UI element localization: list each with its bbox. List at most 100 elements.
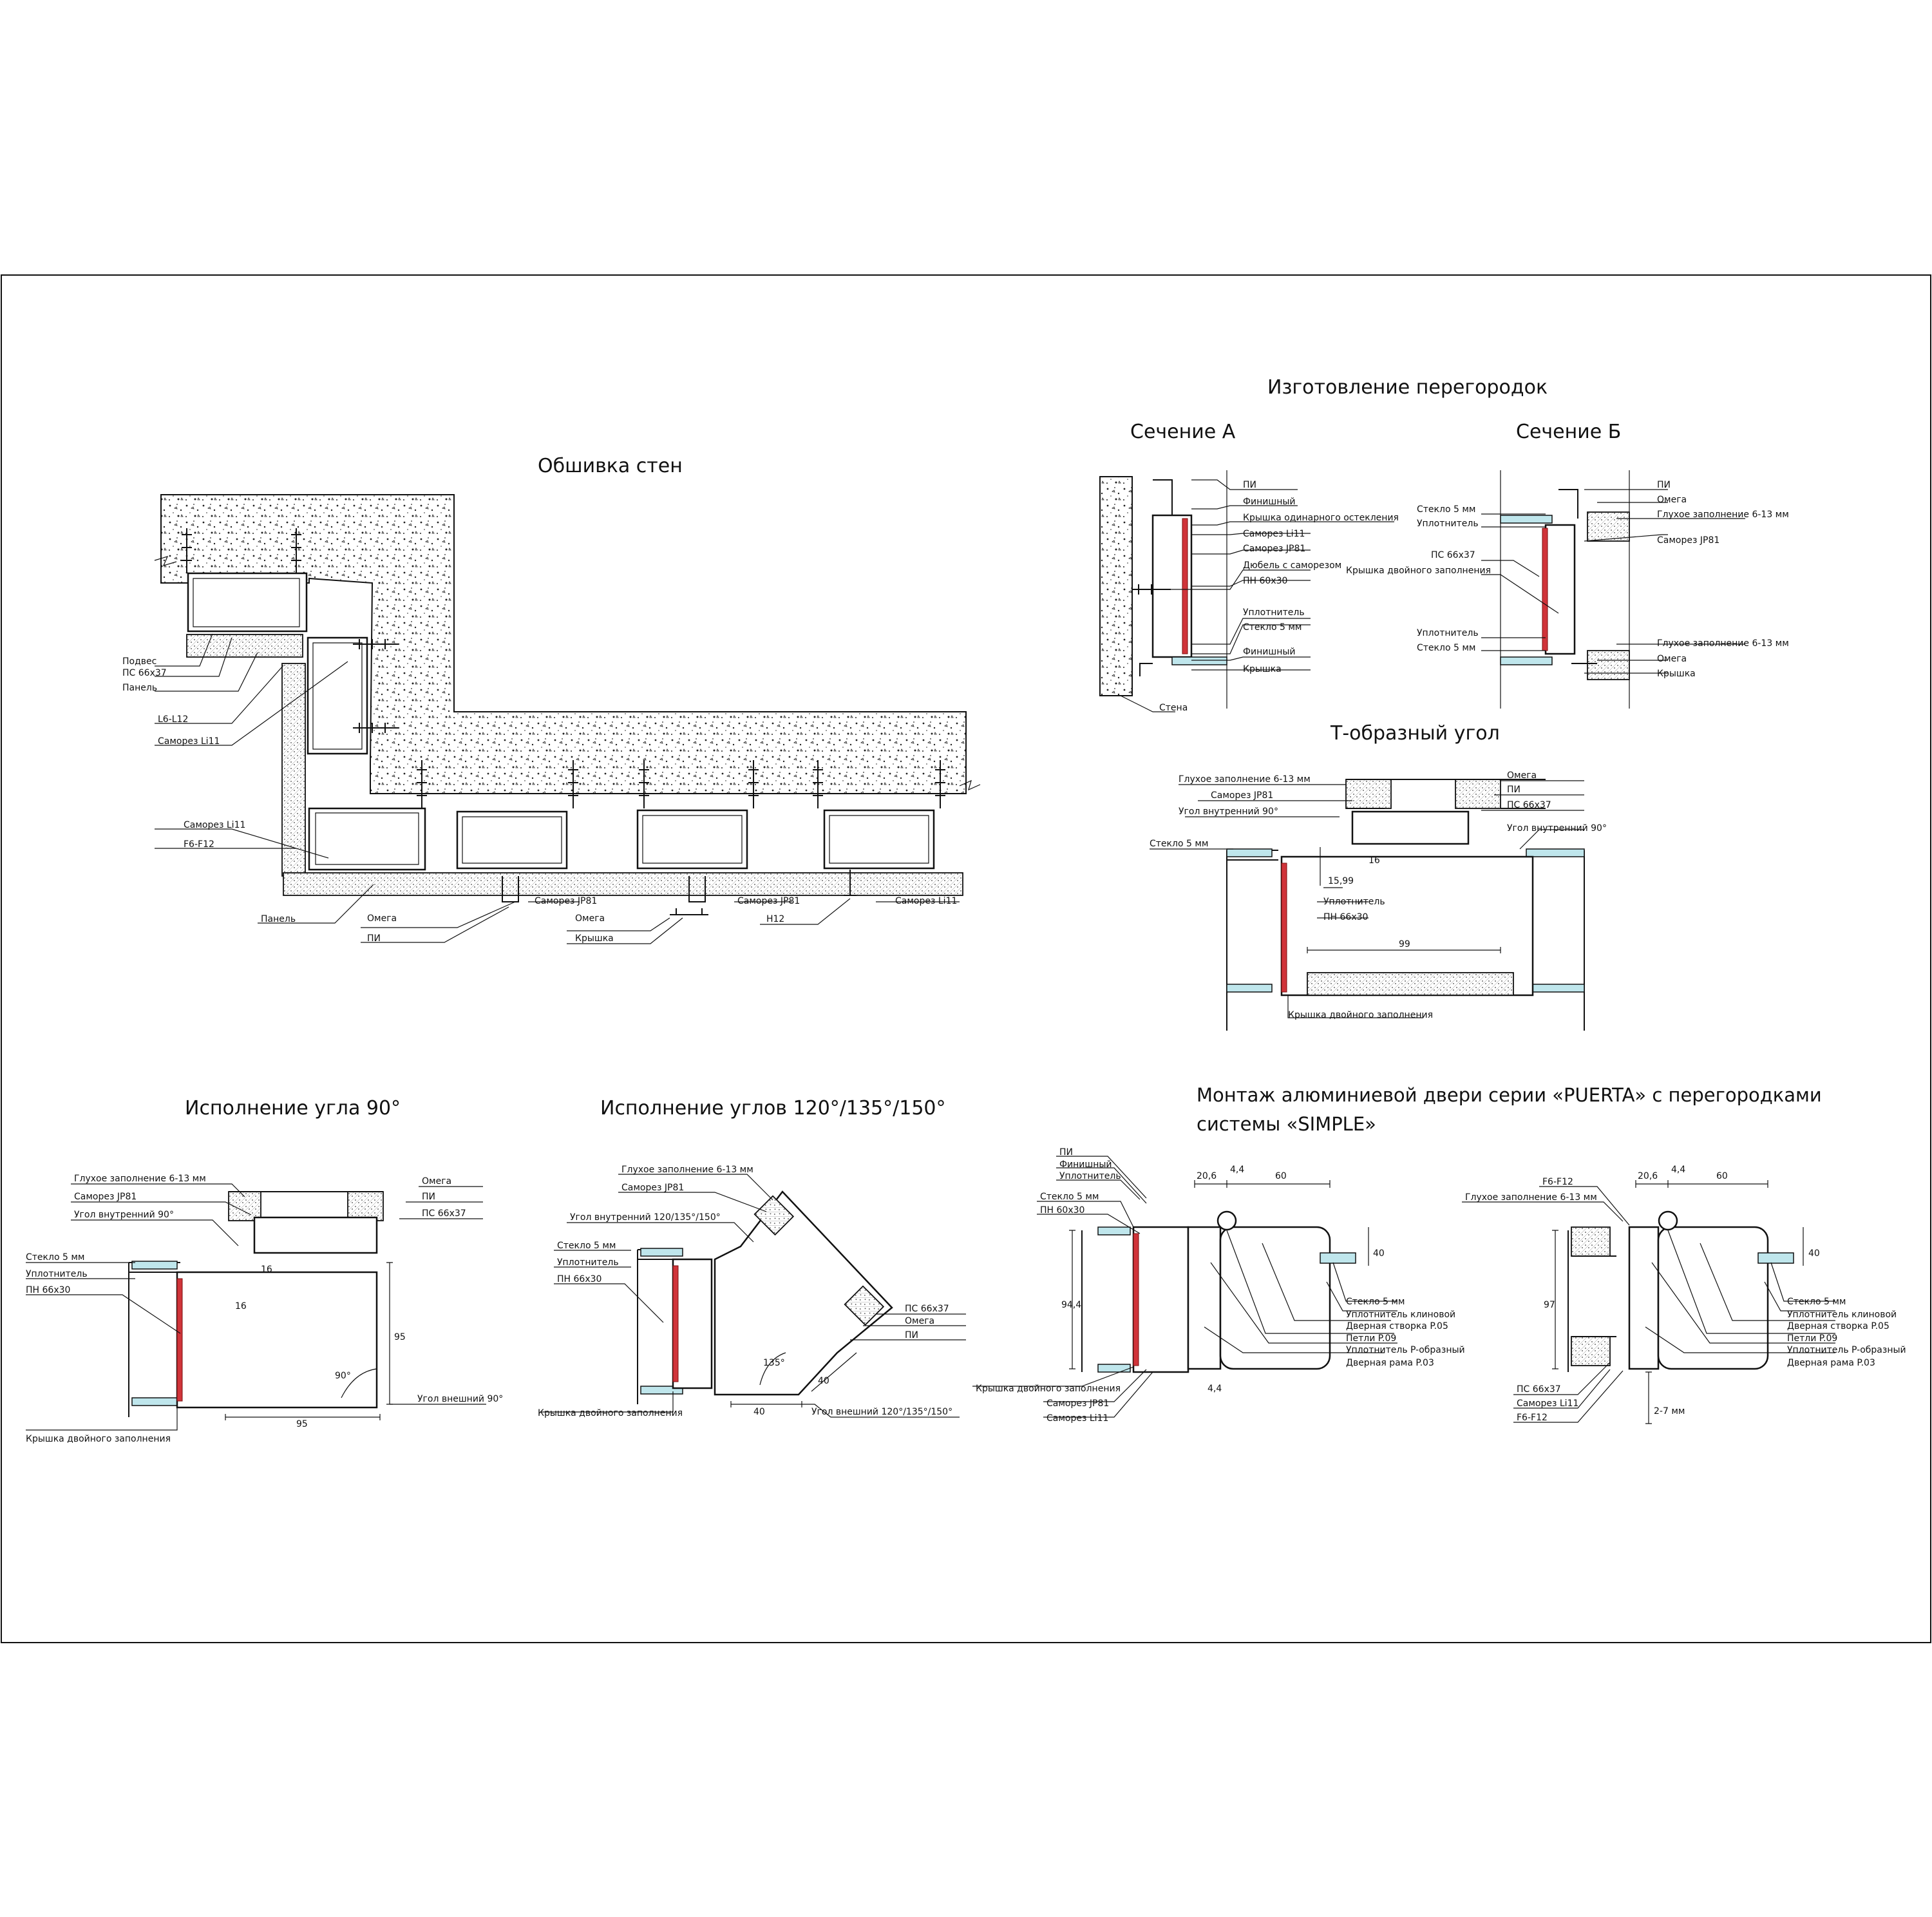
label-wedge-seal: Уплотнитель клиновой — [1787, 1310, 1897, 1320]
omega-joint-1 — [502, 876, 519, 902]
title-corner-90: Исполнение угла 90° — [185, 1097, 401, 1120]
corner90-leaders — [26, 1183, 486, 1431]
label-pi: ПИ — [367, 933, 381, 944]
dim-angle-135: 135° — [763, 1358, 785, 1368]
label-glass-right: Стекло 5 мм — [1787, 1297, 1846, 1307]
label-ps-66x37: ПС 66х37 — [422, 1208, 466, 1219]
cmulti-leaders — [541, 1174, 966, 1418]
label-door-leaf: Дверная створка P.05 — [1346, 1321, 1448, 1331]
label-samorez-jp81: Саморез JP81 — [74, 1192, 137, 1202]
label-seal: Уплотнитель — [1323, 897, 1385, 907]
label-ps-66x37: ПС 66х37 — [905, 1304, 949, 1314]
door-1-drawing: 20,6 4,4 60 40 94,4 4,4 ПИ Финишный Упло… — [972, 1147, 1465, 1424]
t-corner-profile-ps — [1351, 810, 1470, 845]
profile-bottom-2 — [456, 810, 568, 870]
label-samorez-jp81: Саморез JP81 — [1211, 790, 1273, 801]
label-glass-bottom: Стекло 5 мм — [1417, 643, 1475, 653]
door1-leaf — [1219, 1226, 1331, 1370]
door1-frame — [1187, 1226, 1222, 1370]
label-pn-66x30: ПН 66х30 — [1323, 912, 1368, 922]
label-samorez-jp81: Саморез JP81 — [1243, 544, 1305, 554]
door1-profile-pn — [1132, 1226, 1189, 1373]
panel-left-vertical — [281, 663, 306, 877]
h12-joint — [844, 870, 857, 896]
label-pn-66x30: ПН 66х30 — [26, 1285, 70, 1295]
dim-16: 16 — [1368, 855, 1380, 866]
section-b-labels: Стекло 5 мм Уплотнитель ПС 66х37 Крышка … — [1346, 480, 1789, 679]
label-blind-fill-top: Глухое заполнение 6-13 мм — [1657, 510, 1789, 520]
profile-bottom-3 — [636, 809, 748, 870]
door1-hinge — [1217, 1210, 1237, 1231]
wall-anchors — [182, 528, 945, 808]
label-pn-66x30: ПН 66х30 — [557, 1274, 601, 1284]
label-inner-corner-multi: Угол внутренний 120/135°/150° — [570, 1212, 721, 1223]
label-ps-66x37: ПС 66х37 — [1517, 1384, 1561, 1395]
section-a-wall — [1099, 476, 1133, 696]
wall-labels: Подвес ПС 66х37 Панель L6-L12 Саморез Li… — [122, 656, 957, 944]
label-l6-l12: L6-L12 — [158, 714, 188, 725]
corner90-profile-ps — [253, 1216, 378, 1254]
label-cap-double: Крышка двойного заполнения — [1346, 566, 1491, 576]
dim-4-4-top: 4,4 — [1230, 1165, 1244, 1175]
wall-cladding-drawing: Подвес ПС 66х37 Панель L6-L12 Саморез Li… — [122, 494, 981, 944]
label-omega: Омега — [905, 1316, 934, 1326]
title-door-line2: системы «SIMPLE» — [1197, 1113, 1376, 1135]
section-a-drawing: ПИ Финишный Крышка одинарного остекления… — [1099, 470, 1399, 713]
label-pi: ПИ — [422, 1192, 435, 1202]
label-pi: ПИ — [1657, 480, 1671, 490]
label-glass-right: Стекло 5 мм — [1346, 1297, 1405, 1307]
door2-hinge — [1658, 1210, 1678, 1231]
label-f6-f12-top: F6-F12 — [1542, 1177, 1573, 1187]
label-inner-corner-2: Угол внутренний 90° — [1507, 823, 1607, 834]
dim-40: 40 — [1373, 1248, 1385, 1259]
label-seal: Уплотнитель — [557, 1257, 619, 1268]
dim-16-b: 16 — [235, 1301, 247, 1311]
section-a-labels: ПИ Финишный Крышка одинарного остекления… — [1159, 480, 1399, 713]
section-b-leaders — [1481, 489, 1745, 674]
dim-4-4: 4,4 — [1671, 1165, 1685, 1175]
label-blind-fill: Глухое заполнение 6-13 мм — [1179, 774, 1311, 785]
dim-94-4: 94,4 — [1061, 1300, 1081, 1310]
dim-4-4-bottom: 4,4 — [1208, 1384, 1222, 1394]
label-p-seal: Уплотнитель P-образный — [1346, 1345, 1465, 1355]
label-samorez-jp81-2: Саморез JP81 — [737, 896, 800, 906]
corner90-labels: Глухое заполнение 6-13 мм Саморез JP81 У… — [26, 1174, 503, 1444]
label-finishny: Финишный — [1059, 1159, 1112, 1170]
label-glass: Стекло 5 мм — [557, 1241, 616, 1251]
section-b-profile-ps — [1544, 524, 1576, 655]
label-p-seal: Уплотнитель P-образный — [1787, 1345, 1906, 1355]
label-omega-1: Омега — [367, 913, 397, 924]
label-seal: Уплотнитель — [1059, 1171, 1121, 1181]
dim-2-7mm: 2-7 мм — [1654, 1406, 1685, 1416]
dim-40-d: 40 — [818, 1376, 829, 1386]
label-samorez-jp81-1: Саморез JP81 — [535, 896, 597, 906]
label-omega-top: Омега — [1657, 495, 1687, 505]
title-corners-multi: Исполнение углов 120°/135°/150° — [600, 1097, 946, 1120]
label-samorez-jp81: Саморез JP81 — [621, 1183, 684, 1193]
label-blind-fill: Глухое заполнение 6-13 мм — [621, 1165, 753, 1175]
title-section-a: Сечение А — [1130, 421, 1236, 443]
dim-99: 99 — [1399, 939, 1410, 949]
label-ps-66x37: ПС 66х37 — [1507, 800, 1551, 810]
label-hinges: Петли P.09 — [1346, 1333, 1396, 1344]
profile-ps-upper — [187, 572, 308, 633]
label-inner-corner-90: Угол внутренний 90° — [74, 1210, 174, 1220]
label-samorez-li11: Саморез Li11 — [1046, 1413, 1108, 1424]
label-seal: Уплотнитель — [26, 1269, 88, 1279]
label-f6-f12-bottom: F6-F12 — [1517, 1413, 1548, 1423]
cover-cap — [670, 908, 708, 915]
label-glass: Стекло 5 мм — [1040, 1192, 1099, 1202]
label-ps-66x37: ПС 66х37 — [1431, 550, 1475, 560]
title-partitions: Изготовление перегородок — [1267, 376, 1548, 399]
label-outer-corner-90: Угол внешний 90° — [417, 1394, 503, 1404]
dim-97: 97 — [1544, 1300, 1555, 1310]
title-wall-cladding: Обшивка стен — [538, 455, 683, 477]
cmulti-profile-angled — [714, 1190, 893, 1396]
label-glass: Стекло 5 мм — [1243, 622, 1302, 633]
label-samorez-li11-1: Саморез Li11 — [158, 736, 220, 747]
label-pn-60x30: ПН 60х30 — [1040, 1205, 1084, 1216]
label-dowel: Дюбель с саморезом — [1243, 560, 1341, 571]
title-t-corner: Т-образный угол — [1330, 722, 1500, 745]
label-door-frame: Дверная рама P.03 — [1346, 1358, 1434, 1368]
